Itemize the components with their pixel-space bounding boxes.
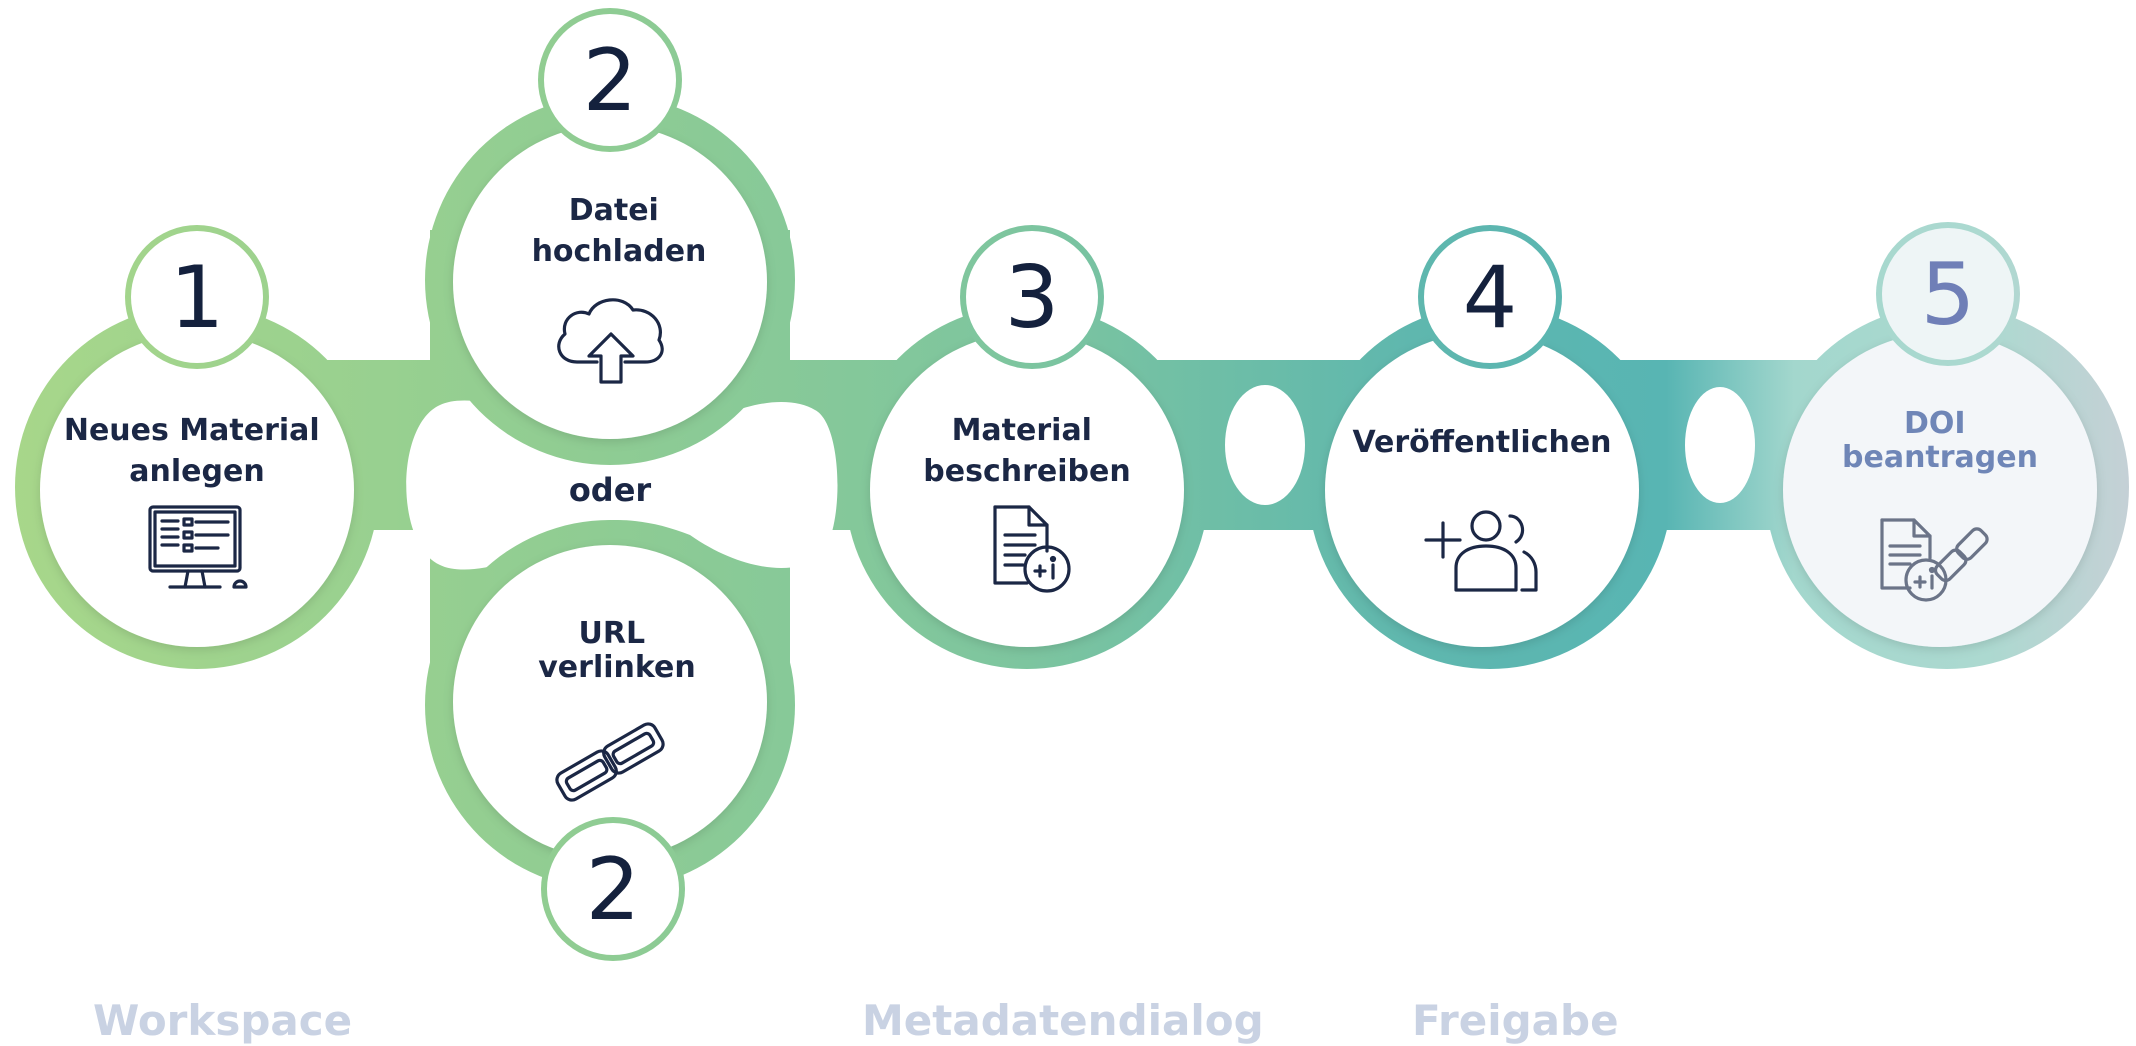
band-notch xyxy=(1685,387,1755,503)
phase-label-freigabe: Freigabe xyxy=(1412,996,1619,1045)
computer-screen-icon xyxy=(148,505,248,589)
step-number: 1 xyxy=(170,248,225,348)
step-number: 4 xyxy=(1463,248,1518,348)
step-number: 5 xyxy=(1921,245,1976,345)
step-number: 2 xyxy=(583,31,638,131)
band-notch xyxy=(310,268,400,332)
oder-label: oder xyxy=(569,471,652,509)
step-number: 3 xyxy=(1005,248,1060,348)
step-2-link: 2 URL verlinken xyxy=(425,520,795,961)
phase-label-workspace: Workspace xyxy=(93,996,352,1045)
step-title: Veröffentlichen xyxy=(1352,425,1611,460)
step-title: Material beschreiben xyxy=(923,413,1130,489)
document-info-icon xyxy=(993,505,1071,593)
step-number: 2 xyxy=(586,840,641,940)
step-2-upload: 2 Datei hochladen xyxy=(425,8,795,465)
step-title: URL verlinken xyxy=(538,616,695,685)
step-1: 1 Neues Material anlegen xyxy=(15,225,379,669)
step-title: Neues Material anlegen xyxy=(64,413,330,489)
phase-label-metadatendialog: Metadatendialog xyxy=(862,996,1264,1045)
step-title: DOI beantragen xyxy=(1842,406,2038,475)
step-4: 4 Veröffentlichen xyxy=(1308,225,1672,669)
band-notch xyxy=(825,268,915,332)
step-5: 5 DOI beantragen xyxy=(1765,222,2129,669)
chain-link-icon xyxy=(555,722,665,802)
step-title: Datei hochladen xyxy=(532,193,707,269)
document-link-icon xyxy=(1880,518,1989,602)
cloud-upload-icon xyxy=(557,298,664,384)
band-notch xyxy=(1225,385,1305,505)
add-users-icon xyxy=(1424,510,1538,592)
step-3: 3 Material beschreiben xyxy=(845,225,1209,669)
band-gap xyxy=(406,400,838,570)
